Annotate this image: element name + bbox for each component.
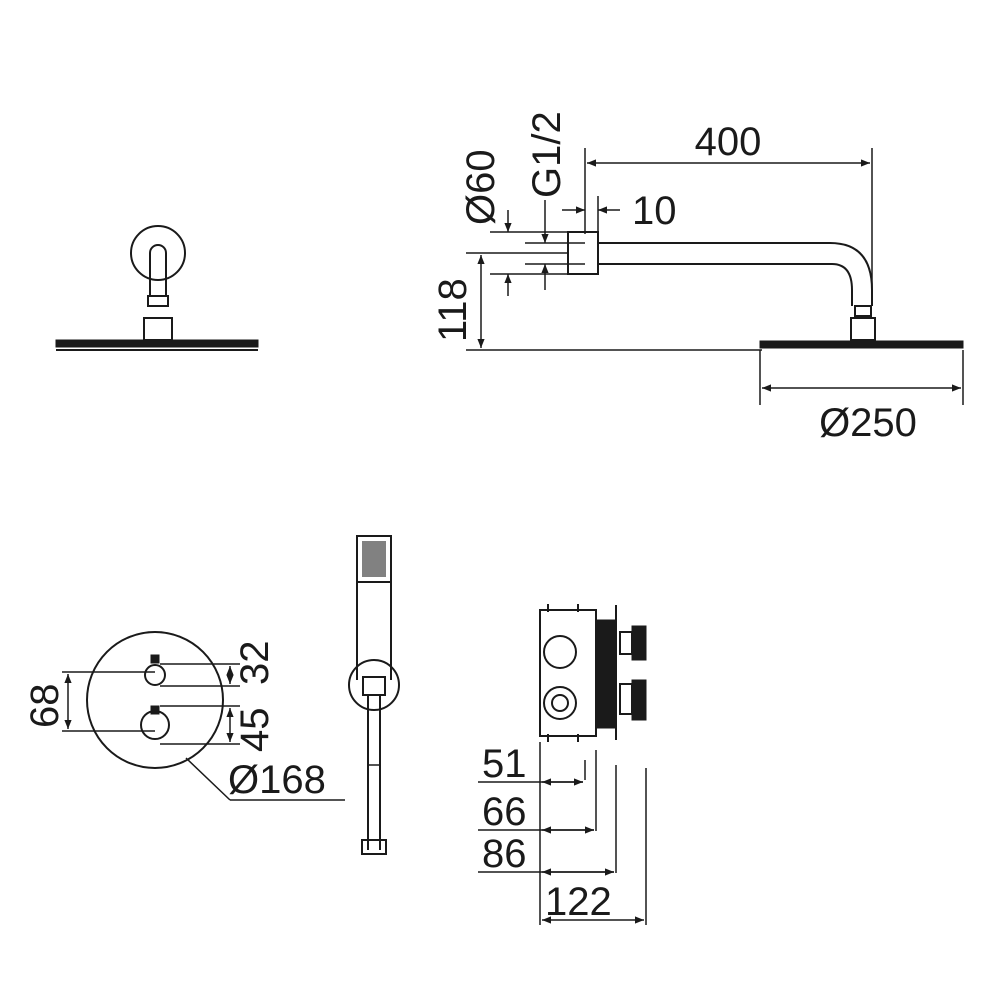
arm-front — [149, 244, 167, 296]
dimension-depths: 51 66 86 122 — [478, 742, 647, 925]
dimension-offset: 10 — [562, 189, 677, 233]
nut-upper — [147, 295, 169, 307]
lower-outlet — [543, 686, 577, 720]
side-head-disc — [759, 340, 964, 349]
arm-top-edge — [598, 242, 873, 306]
hand-shower — [348, 535, 400, 855]
label-10: 10 — [632, 189, 677, 233]
side-nut-lower — [850, 317, 876, 341]
plate-outline — [86, 631, 224, 769]
wall-flange-side — [567, 231, 599, 275]
dimension-height: 118 — [431, 252, 762, 351]
label-32: 32 — [233, 641, 277, 686]
hand-shower-handle — [356, 582, 392, 680]
label-118: 118 — [431, 278, 475, 342]
nut-lower — [143, 317, 173, 341]
wall-flange-outline — [130, 225, 186, 281]
hand-shower-head — [356, 535, 392, 583]
head-disc — [55, 339, 259, 348]
label-g12: G1/2 — [525, 111, 569, 198]
nozzle-pattern — [362, 541, 386, 577]
thermostat-plate-front-view — [86, 631, 224, 769]
dimension-plate-height: 68 — [23, 671, 155, 732]
dimension-head-diameter: Ø250 — [759, 350, 964, 445]
hose-connector — [361, 839, 387, 855]
lower-knob — [140, 710, 170, 740]
label-122: 122 — [545, 880, 612, 924]
lower-handle — [631, 679, 647, 721]
label-86: 86 — [482, 832, 527, 876]
dimension-arm-length: 400 — [584, 120, 873, 306]
label-d168: Ø168 — [228, 758, 326, 802]
upper-handle — [631, 625, 647, 661]
holder-clip — [362, 676, 386, 696]
label-68: 68 — [23, 684, 67, 729]
upper-outlet — [543, 635, 577, 669]
label-66: 66 — [482, 790, 527, 834]
valve-body — [595, 619, 617, 729]
upper-knob — [144, 664, 166, 686]
side-nut-upper — [854, 305, 872, 317]
dimension-thread: G1/2 — [525, 111, 585, 290]
dimension-flange-diameter: Ø60 — [459, 149, 568, 296]
lower-knob-marker — [150, 705, 160, 715]
concealed-valve-side-view — [539, 604, 647, 742]
dimension-plate-diameter: Ø168 — [185, 757, 345, 802]
label-45: 45 — [233, 708, 277, 753]
holder-flange — [348, 659, 400, 711]
label-d250: Ø250 — [819, 401, 917, 445]
arm-bottom-edge — [598, 263, 853, 306]
shower-head-front-view — [55, 225, 259, 351]
dimension-lower-knob: 45 — [160, 705, 277, 753]
label-51: 51 — [482, 742, 527, 786]
dimension-upper-knob: 32 — [160, 641, 277, 687]
box-tabs — [547, 604, 579, 742]
hose — [367, 695, 381, 850]
label-400: 400 — [695, 120, 762, 164]
label-d60: Ø60 — [459, 149, 503, 225]
upper-knob-marker — [150, 654, 160, 664]
shower-head-side-view — [567, 231, 964, 349]
